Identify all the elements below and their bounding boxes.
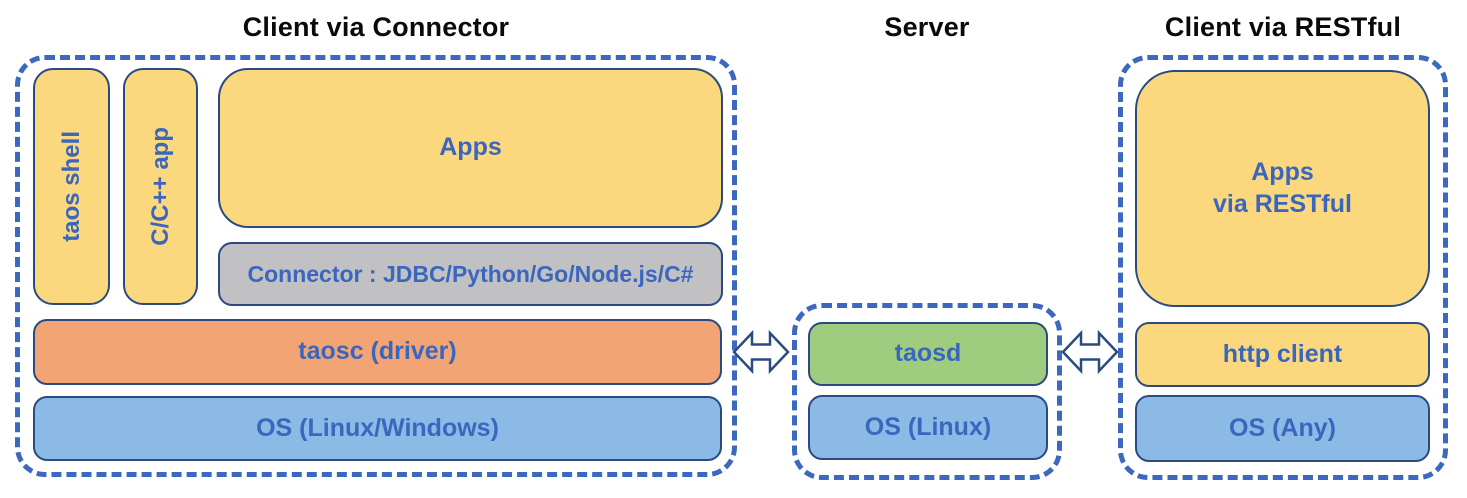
cpp-app-label: C/C++ app [146,127,174,246]
taosc-driver-label: taosc (driver) [298,337,457,366]
os-any-box: OS (Any) [1135,395,1430,462]
server-title: Server [884,12,970,42]
os-linux-windows-label: OS (Linux/Windows) [256,413,499,442]
taosc-driver-box: taosc (driver) [33,319,722,385]
taos-shell-box: taos shell [33,68,110,305]
client-restful-title: Client via RESTful [1164,12,1402,42]
http-client-box: http client [1135,322,1430,387]
taosd-box: taosd [808,322,1048,386]
client-server-arrow-icon [732,329,790,375]
taos-shell-label: taos shell [57,131,85,242]
connector-label: Connector : JDBC/Python/Go/Node.js/C# [247,260,694,287]
apps-label: Apps [439,133,502,162]
apps-via-restful-label-line2: via RESTful [1213,189,1352,218]
os-linux-box: OS (Linux) [808,395,1048,460]
os-linux-windows-box: OS (Linux/Windows) [33,396,722,461]
http-client-label: http client [1222,339,1343,368]
os-any-label: OS (Any) [1229,413,1336,442]
taosd-label: taosd [894,339,962,368]
client-connector-container: taos shell C/C++ app Apps Connector : JD… [15,55,737,477]
apps-box: Apps [218,68,723,228]
connector-box: Connector : JDBC/Python/Go/Node.js/C# [218,242,723,306]
client-restful-container: Apps via RESTful http client OS (Any) [1118,55,1448,480]
server-restful-arrow-icon [1061,329,1119,375]
cpp-app-box: C/C++ app [123,68,198,305]
os-linux-label: OS (Linux) [864,412,992,441]
server-container: taosd OS (Linux) [792,303,1062,480]
apps-via-restful-box: Apps via RESTful [1135,70,1430,307]
client-connector-title: Client via Connector [242,12,510,42]
apps-via-restful-label-line1: Apps [1251,158,1314,187]
